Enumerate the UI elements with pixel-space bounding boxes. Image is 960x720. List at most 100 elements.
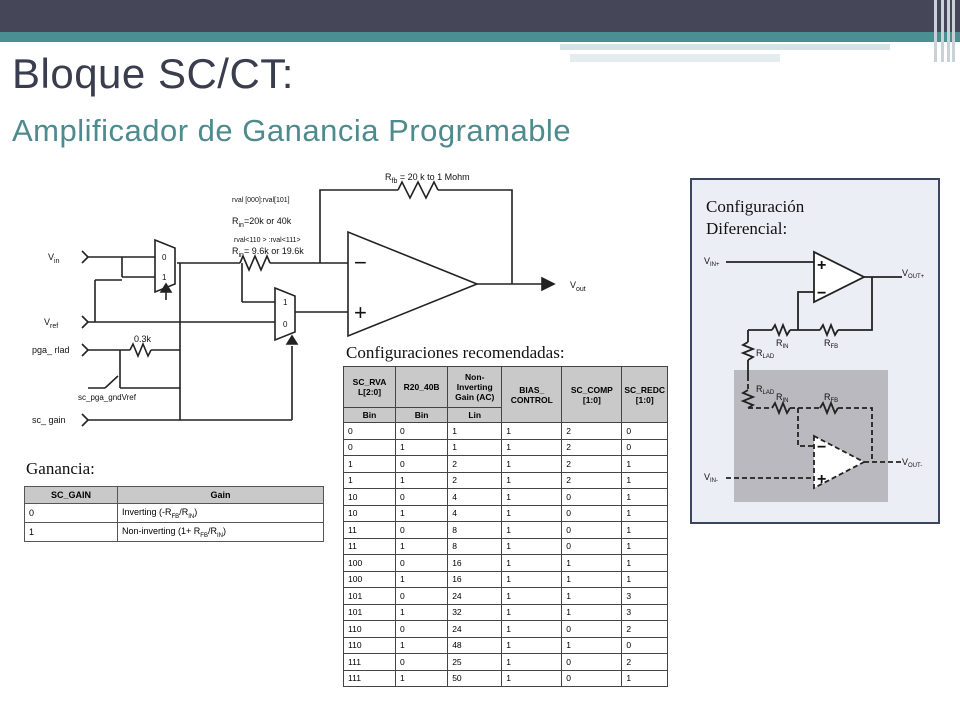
sc-gain-label: sc_ gain bbox=[32, 415, 66, 425]
table-cell: 8 bbox=[447, 537, 503, 555]
table-cell: 1 bbox=[621, 669, 668, 687]
table-cell: 1 bbox=[501, 422, 563, 440]
table-cell: 1 bbox=[561, 554, 623, 572]
table-cell: 2 bbox=[561, 471, 623, 489]
table-cell: 1 bbox=[501, 504, 563, 522]
table-cell: 1 bbox=[501, 554, 563, 572]
table-cell: 0 bbox=[395, 620, 449, 638]
table-cell: 2 bbox=[447, 455, 503, 473]
vout-label: Vout bbox=[570, 280, 586, 293]
gray-region bbox=[734, 370, 888, 502]
table-cell: 4 bbox=[447, 504, 503, 522]
table-cell: 0 bbox=[395, 554, 449, 572]
table-cell: 0 bbox=[395, 653, 449, 671]
vref-label: Vref bbox=[44, 317, 58, 330]
feedback-resistor bbox=[397, 180, 439, 200]
mux1-input-0: 0 bbox=[162, 253, 167, 262]
opamp-bottom bbox=[813, 434, 866, 490]
header-bar bbox=[0, 0, 960, 32]
table-cell: 1 bbox=[395, 471, 449, 489]
table-cell: 11 bbox=[342, 537, 397, 555]
vin-plus-label: VIN+ bbox=[704, 256, 720, 268]
table-cell: 1 bbox=[621, 488, 668, 506]
slide-title: Bloque SC/CT: bbox=[12, 50, 294, 97]
gain-label: Ganancia: bbox=[26, 459, 95, 478]
table-cell: 0 bbox=[561, 653, 623, 671]
table-cell: 0 bbox=[621, 422, 668, 440]
table-cell: 110 bbox=[342, 636, 397, 654]
table-cell: 1 bbox=[621, 504, 668, 522]
table-cell: 2 bbox=[561, 455, 623, 473]
table-cell: 1 bbox=[501, 471, 563, 489]
configs-label: Configuraciones recomendadas: bbox=[346, 343, 565, 362]
table-cell: 0 bbox=[342, 438, 397, 456]
mux-1 bbox=[154, 238, 176, 294]
header-accent-band bbox=[0, 32, 960, 42]
table-cell: Non-inverting (1+ RFB/RIN) bbox=[117, 522, 324, 542]
table-cell: 2 bbox=[621, 620, 668, 638]
table-cell: 1 bbox=[342, 471, 397, 489]
table-cell: 11 bbox=[342, 521, 397, 539]
gain-table-header: Gain bbox=[117, 486, 324, 504]
table-cell: 1 bbox=[395, 504, 449, 522]
table-cell: 1 bbox=[561, 636, 623, 654]
config-subheader: Lin bbox=[447, 407, 503, 423]
vout-minus-label: VOUT- bbox=[902, 457, 922, 469]
table-cell: 0 bbox=[561, 488, 623, 506]
table-cell: 1 bbox=[395, 603, 449, 621]
table-cell: 111 bbox=[342, 653, 397, 671]
table-cell: 1 bbox=[501, 620, 563, 638]
rval2-label: rval<110 > :rval<111> bbox=[234, 237, 301, 244]
table-cell: 0 bbox=[561, 504, 623, 522]
table-cell: 2 bbox=[447, 471, 503, 489]
table-cell: 0 bbox=[395, 488, 449, 506]
table-cell: 0 bbox=[561, 669, 623, 687]
table-cell: 1 bbox=[501, 488, 563, 506]
config-header: SC_RVA L[2:0] bbox=[342, 366, 397, 408]
table-cell: 0 bbox=[395, 521, 449, 539]
table-cell: 1 bbox=[501, 669, 563, 687]
table-cell: Inverting (-RFB/RIN) bbox=[117, 503, 324, 523]
table-cell: 1 bbox=[501, 653, 563, 671]
table-row: 0 Inverting (-RFB/RIN) bbox=[24, 503, 324, 523]
vin-minus-label: VIN- bbox=[704, 472, 718, 484]
table-cell: 1 bbox=[621, 471, 668, 489]
mux2-input-1: 1 bbox=[283, 298, 288, 307]
opamp-minus: − bbox=[354, 250, 367, 275]
table-cell: 8 bbox=[447, 521, 503, 539]
rfb-label: Rfb = 20 k to 1 Mohm bbox=[385, 172, 470, 185]
table-cell: 1 bbox=[342, 455, 397, 473]
table-cell: 110 bbox=[342, 620, 397, 638]
config-header: Non-Inverting Gain (AC) bbox=[447, 366, 503, 408]
r03k-label: 0.3k bbox=[134, 334, 152, 344]
opamp bbox=[347, 230, 480, 338]
bottom-opamp-minus: − bbox=[817, 439, 826, 456]
table-cell: 2 bbox=[561, 438, 623, 456]
table-cell: 50 bbox=[447, 669, 503, 687]
header-accent-line bbox=[560, 44, 890, 50]
config-header: BIAS_ CONTROL bbox=[501, 366, 563, 423]
table-cell: 111 bbox=[342, 669, 397, 687]
rval-label: rval [000]:rval[101] bbox=[232, 197, 290, 204]
sc-pga-gndvref-label: sc_pga_gndVref bbox=[78, 393, 137, 402]
table-cell: 1 bbox=[395, 570, 449, 588]
table-cell: 1 bbox=[501, 570, 563, 588]
table-cell: 24 bbox=[447, 587, 503, 605]
table-cell: 1 bbox=[501, 636, 563, 654]
table-cell: 3 bbox=[621, 587, 668, 605]
config-header: R20_40B bbox=[395, 366, 449, 408]
table-cell: 1 bbox=[621, 570, 668, 588]
